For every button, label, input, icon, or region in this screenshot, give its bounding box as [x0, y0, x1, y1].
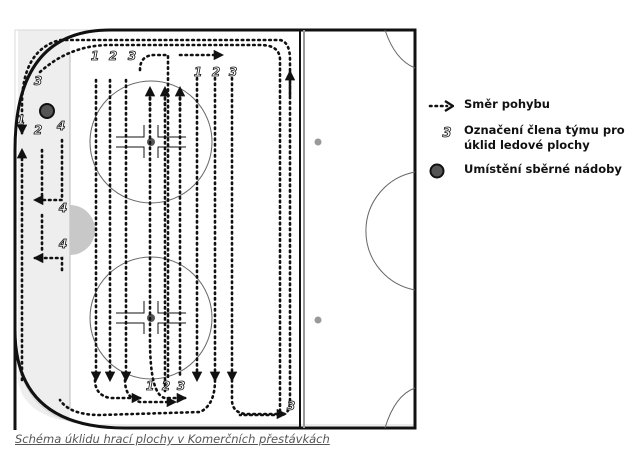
neutral-dot-bottom	[314, 316, 322, 324]
member-labels: 3 1 2 3 1 2 3 1 2 4 4 4 1 2 3 3	[16, 49, 295, 414]
label-three-topleft: 3	[34, 74, 42, 88]
diagram-caption: Schéma úklidu hrací plochy v Komerčních …	[15, 432, 330, 446]
movement-arrow-icon	[428, 99, 454, 113]
legend-member: 3 Označení člena týmu pro úklid ledové p…	[428, 123, 630, 153]
label-four-crease-bottom: 4	[58, 237, 67, 251]
label-three-bottomright: 3	[287, 399, 295, 413]
legend-container-text: Umístění sběrné nádoby	[464, 162, 622, 176]
label-four-left: 4	[56, 119, 65, 133]
legend-member-text: Označení člena týmu pro úklid ledové plo…	[464, 123, 625, 152]
label-one-left: 1	[17, 113, 25, 127]
member-label-icon: 3	[442, 126, 452, 141]
label-three-right: 3	[229, 65, 237, 79]
label-four-crease-top: 4	[58, 201, 67, 215]
top-right-arc	[384, 29, 416, 69]
label-two-right: 2	[212, 65, 220, 79]
legend-container: Umístění sběrné nádoby	[428, 162, 622, 180]
label-two-left: 2	[34, 123, 42, 137]
bottom-right-arc	[384, 387, 416, 429]
center-circle	[365, 171, 416, 291]
label-one-right: 1	[194, 65, 202, 79]
movement-paths	[16, 38, 296, 420]
label-two-top: 2	[109, 49, 117, 63]
label-two-bottom: 2	[162, 379, 170, 393]
neutral-dot-top	[314, 138, 322, 146]
end-zone	[18, 30, 70, 420]
label-three-bottom: 3	[177, 379, 185, 393]
rink-board-curve	[13, 28, 417, 430]
legend-movement-text: Směr pohybu	[464, 97, 550, 111]
container-dot-icon	[429, 163, 445, 179]
label-one-bottom: 1	[146, 379, 154, 393]
label-three-top: 3	[128, 49, 136, 63]
collection-container	[39, 103, 55, 119]
goal-crease	[70, 205, 95, 255]
legend-movement: Směr pohybu	[428, 97, 550, 115]
label-one-top: 1	[91, 49, 99, 63]
svg-text:3: 3	[442, 126, 451, 141]
